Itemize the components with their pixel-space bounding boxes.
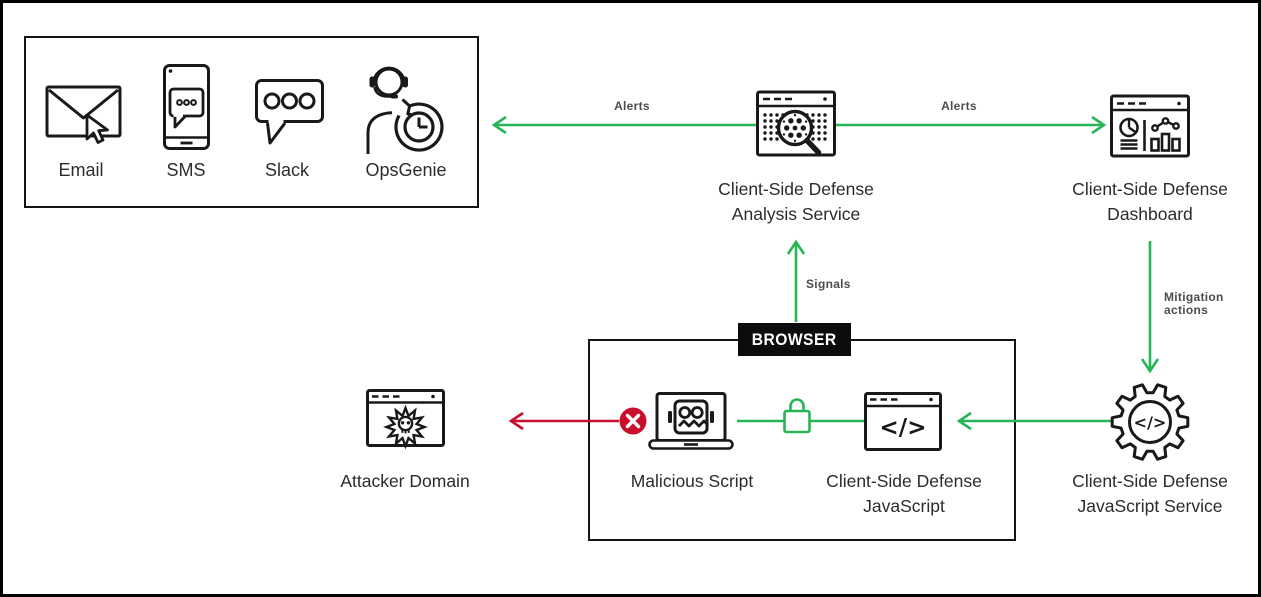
csd-javascript-label: Client-Side Defense JavaScript [826,471,982,516]
csd-javascript-icon: </> [864,392,942,451]
sms-icon [163,64,210,150]
skull-icon [397,415,414,432]
opsgenie-icon [366,66,444,154]
lens-dots [782,114,808,142]
code-glyph: </> [1134,413,1167,432]
email-icon [45,85,122,144]
js-service-gear-icon: </> [1110,383,1190,461]
analysis-service-icon [756,90,836,157]
magnifier-handle [804,137,822,156]
malicious-script-icon [648,392,734,450]
signals-arrow [786,239,806,322]
slack-icon [255,79,324,145]
channel-label-email: Email [58,160,104,180]
signals-label: Signals [806,277,851,291]
alerts-right-label: Alerts [941,99,977,113]
channel-label-slack: Slack [264,160,310,180]
malicious-script-label: Malicious Script [630,471,754,491]
attacker-domain-icon [366,389,445,450]
browser-badge-label: BROWSER [752,329,837,349]
notification-channels-box [24,36,479,208]
browser-badge: BROWSER [738,323,851,356]
channel-label-sms: SMS [166,160,206,180]
dashboard-icon [1110,94,1190,158]
robot-face [673,399,709,435]
code-glyph: </> [880,415,927,441]
attacker-domain-label: Attacker Domain [340,471,470,491]
mitigation-arrow [1140,241,1160,374]
alerts-left-label: Alerts [614,99,650,113]
channel-label-opsgenie: OpsGenie [365,160,447,180]
dashboard-label: Client-Side Defense Dashboard [1072,179,1228,224]
analysis-service-label: Client-Side Defense Analysis Service [718,179,874,224]
alerts-left-arrow [491,115,756,135]
mitigation-actions-label: Mitigation actions [1164,290,1224,317]
alerts-right-arrow [836,115,1107,135]
js-service-label: Client-Side Defense JavaScript Service [1072,471,1228,516]
